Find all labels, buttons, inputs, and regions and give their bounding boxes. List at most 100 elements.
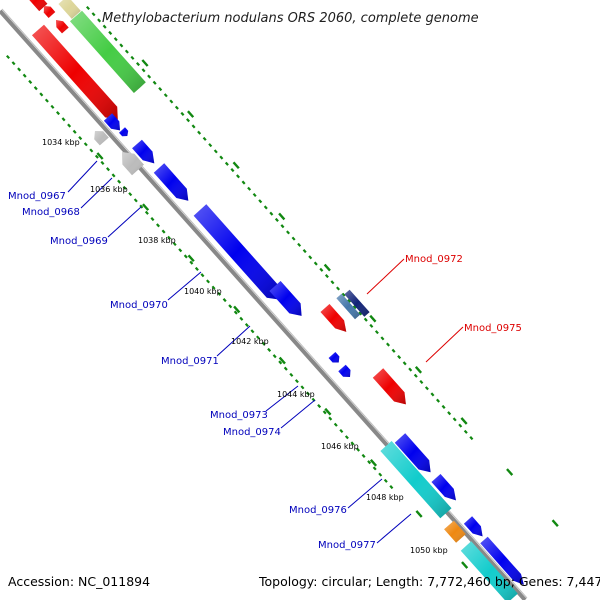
- gene-label[interactable]: Mnod_0972: [405, 254, 463, 265]
- tick-mark: [108, 30, 113, 35]
- gene-arrow-forward-shade: [103, 113, 120, 131]
- gene-label[interactable]: Mnod_0970: [110, 300, 168, 311]
- gene-label[interactable]: Mnod_0968: [22, 207, 80, 218]
- leader-line: [167, 271, 202, 301]
- tick-mark: [186, 118, 190, 123]
- gene-arrow-khaki-shade: [58, 0, 81, 19]
- tick-mark: [424, 386, 429, 391]
- tick-mark: [86, 5, 90, 11]
- gene-label[interactable]: Mnod_0977: [318, 540, 376, 551]
- gene-label[interactable]: Mnod_0975: [464, 323, 522, 334]
- tick-mark: [22, 73, 27, 78]
- tick-mark: [163, 93, 168, 98]
- tick-mark: [402, 361, 407, 366]
- tick-mark: [194, 266, 199, 271]
- tick-mark: [289, 372, 294, 377]
- tick-mark: [386, 342, 391, 347]
- tick-mark: [374, 330, 379, 335]
- leader-line: [425, 326, 464, 363]
- tick-mark: [397, 355, 402, 360]
- gene-label[interactable]: Mnod_0976: [289, 505, 347, 516]
- tick-mark: [56, 111, 60, 116]
- gene-arrow-forward-shade: [328, 352, 340, 363]
- tick-mark: [124, 49, 129, 54]
- tick-mark: [222, 298, 227, 303]
- tick-mark: [102, 24, 107, 29]
- tick-mark: [322, 410, 327, 415]
- tick-mark: [352, 305, 357, 310]
- gene-arrow-green-shade: [70, 10, 146, 94]
- tick-mark: [369, 323, 374, 328]
- tick-mark: [189, 260, 194, 265]
- gene-label[interactable]: Mnod_0971: [161, 356, 219, 367]
- tick-mark: [50, 104, 55, 109]
- tick-mark: [333, 422, 338, 427]
- gene-label[interactable]: Mnod_0967: [8, 191, 66, 202]
- major-tick: [369, 459, 378, 467]
- tick-mark: [67, 123, 72, 128]
- tick-mark: [308, 255, 313, 260]
- gene-label[interactable]: Mnod_0973: [210, 410, 268, 421]
- tick-mark: [263, 205, 268, 210]
- major-tick: [278, 356, 286, 365]
- tick-mark: [213, 149, 218, 154]
- tick-mark: [361, 453, 366, 458]
- tick-mark: [241, 180, 246, 185]
- tick-mark: [269, 211, 274, 216]
- leader-line: [366, 258, 405, 295]
- gene-label[interactable]: Mnod_0969: [50, 236, 108, 247]
- major-tick: [461, 561, 469, 569]
- major-tick: [415, 510, 423, 518]
- tick-mark: [208, 143, 213, 148]
- gene-arrow-forward-shade: [463, 516, 483, 537]
- tick-mark: [247, 186, 252, 191]
- tick-mark: [302, 249, 307, 254]
- tick-mark: [122, 185, 127, 190]
- tick-mark: [256, 335, 261, 340]
- tick-mark: [391, 348, 396, 353]
- tick-mark: [167, 235, 172, 240]
- leader-line: [80, 177, 113, 209]
- tick-mark: [267, 347, 272, 353]
- tick-mark: [324, 273, 329, 279]
- tick-mark: [258, 199, 263, 204]
- tick-mark: [158, 86, 163, 92]
- leader-line: [67, 160, 98, 193]
- tick-mark: [350, 441, 355, 446]
- leader-line: [280, 399, 316, 429]
- major-tick: [141, 59, 149, 67]
- gene-features: [29, 0, 524, 600]
- gene-arrow-forward-shade: [269, 281, 302, 316]
- tick-mark: [111, 173, 116, 178]
- tick-mark: [119, 43, 124, 48]
- tick-mark: [191, 124, 196, 129]
- gene-label[interactable]: Mnod_0974: [223, 427, 281, 438]
- tick-mark: [224, 161, 229, 166]
- tick-mark: [452, 417, 457, 422]
- tick-mark: [250, 329, 255, 334]
- map-title: Methylobacterium nodulans ORS 2060, comp…: [102, 11, 479, 26]
- tick-mark: [200, 273, 205, 278]
- gene-arrow-forward-shade: [480, 536, 524, 585]
- gene-arrow-reverse-shade: [56, 20, 69, 34]
- major-tick: [187, 254, 195, 263]
- tick-mark: [358, 311, 363, 316]
- tick-mark: [372, 466, 377, 471]
- tick-mark: [113, 37, 118, 42]
- tick-mark: [106, 167, 110, 172]
- gene-labels: Mnod_0967 Mnod_0968 Mnod_0969 Mnod_0970 …: [8, 191, 522, 551]
- label-leader-lines: [67, 160, 464, 544]
- tick-mark: [283, 366, 288, 371]
- major-tick: [369, 314, 377, 323]
- tick-mark: [33, 86, 38, 91]
- leader-line: [265, 385, 299, 412]
- major-tick: [96, 152, 104, 160]
- tick-mark: [61, 117, 66, 122]
- tick-mark: [219, 155, 224, 160]
- gene-arrow-forward-shade: [132, 139, 155, 164]
- gene-arrow-grey-shade: [122, 152, 144, 176]
- major-tick: [142, 203, 150, 211]
- tick-mark: [202, 136, 207, 141]
- tick-mark: [244, 322, 249, 328]
- tick-mark: [274, 217, 279, 222]
